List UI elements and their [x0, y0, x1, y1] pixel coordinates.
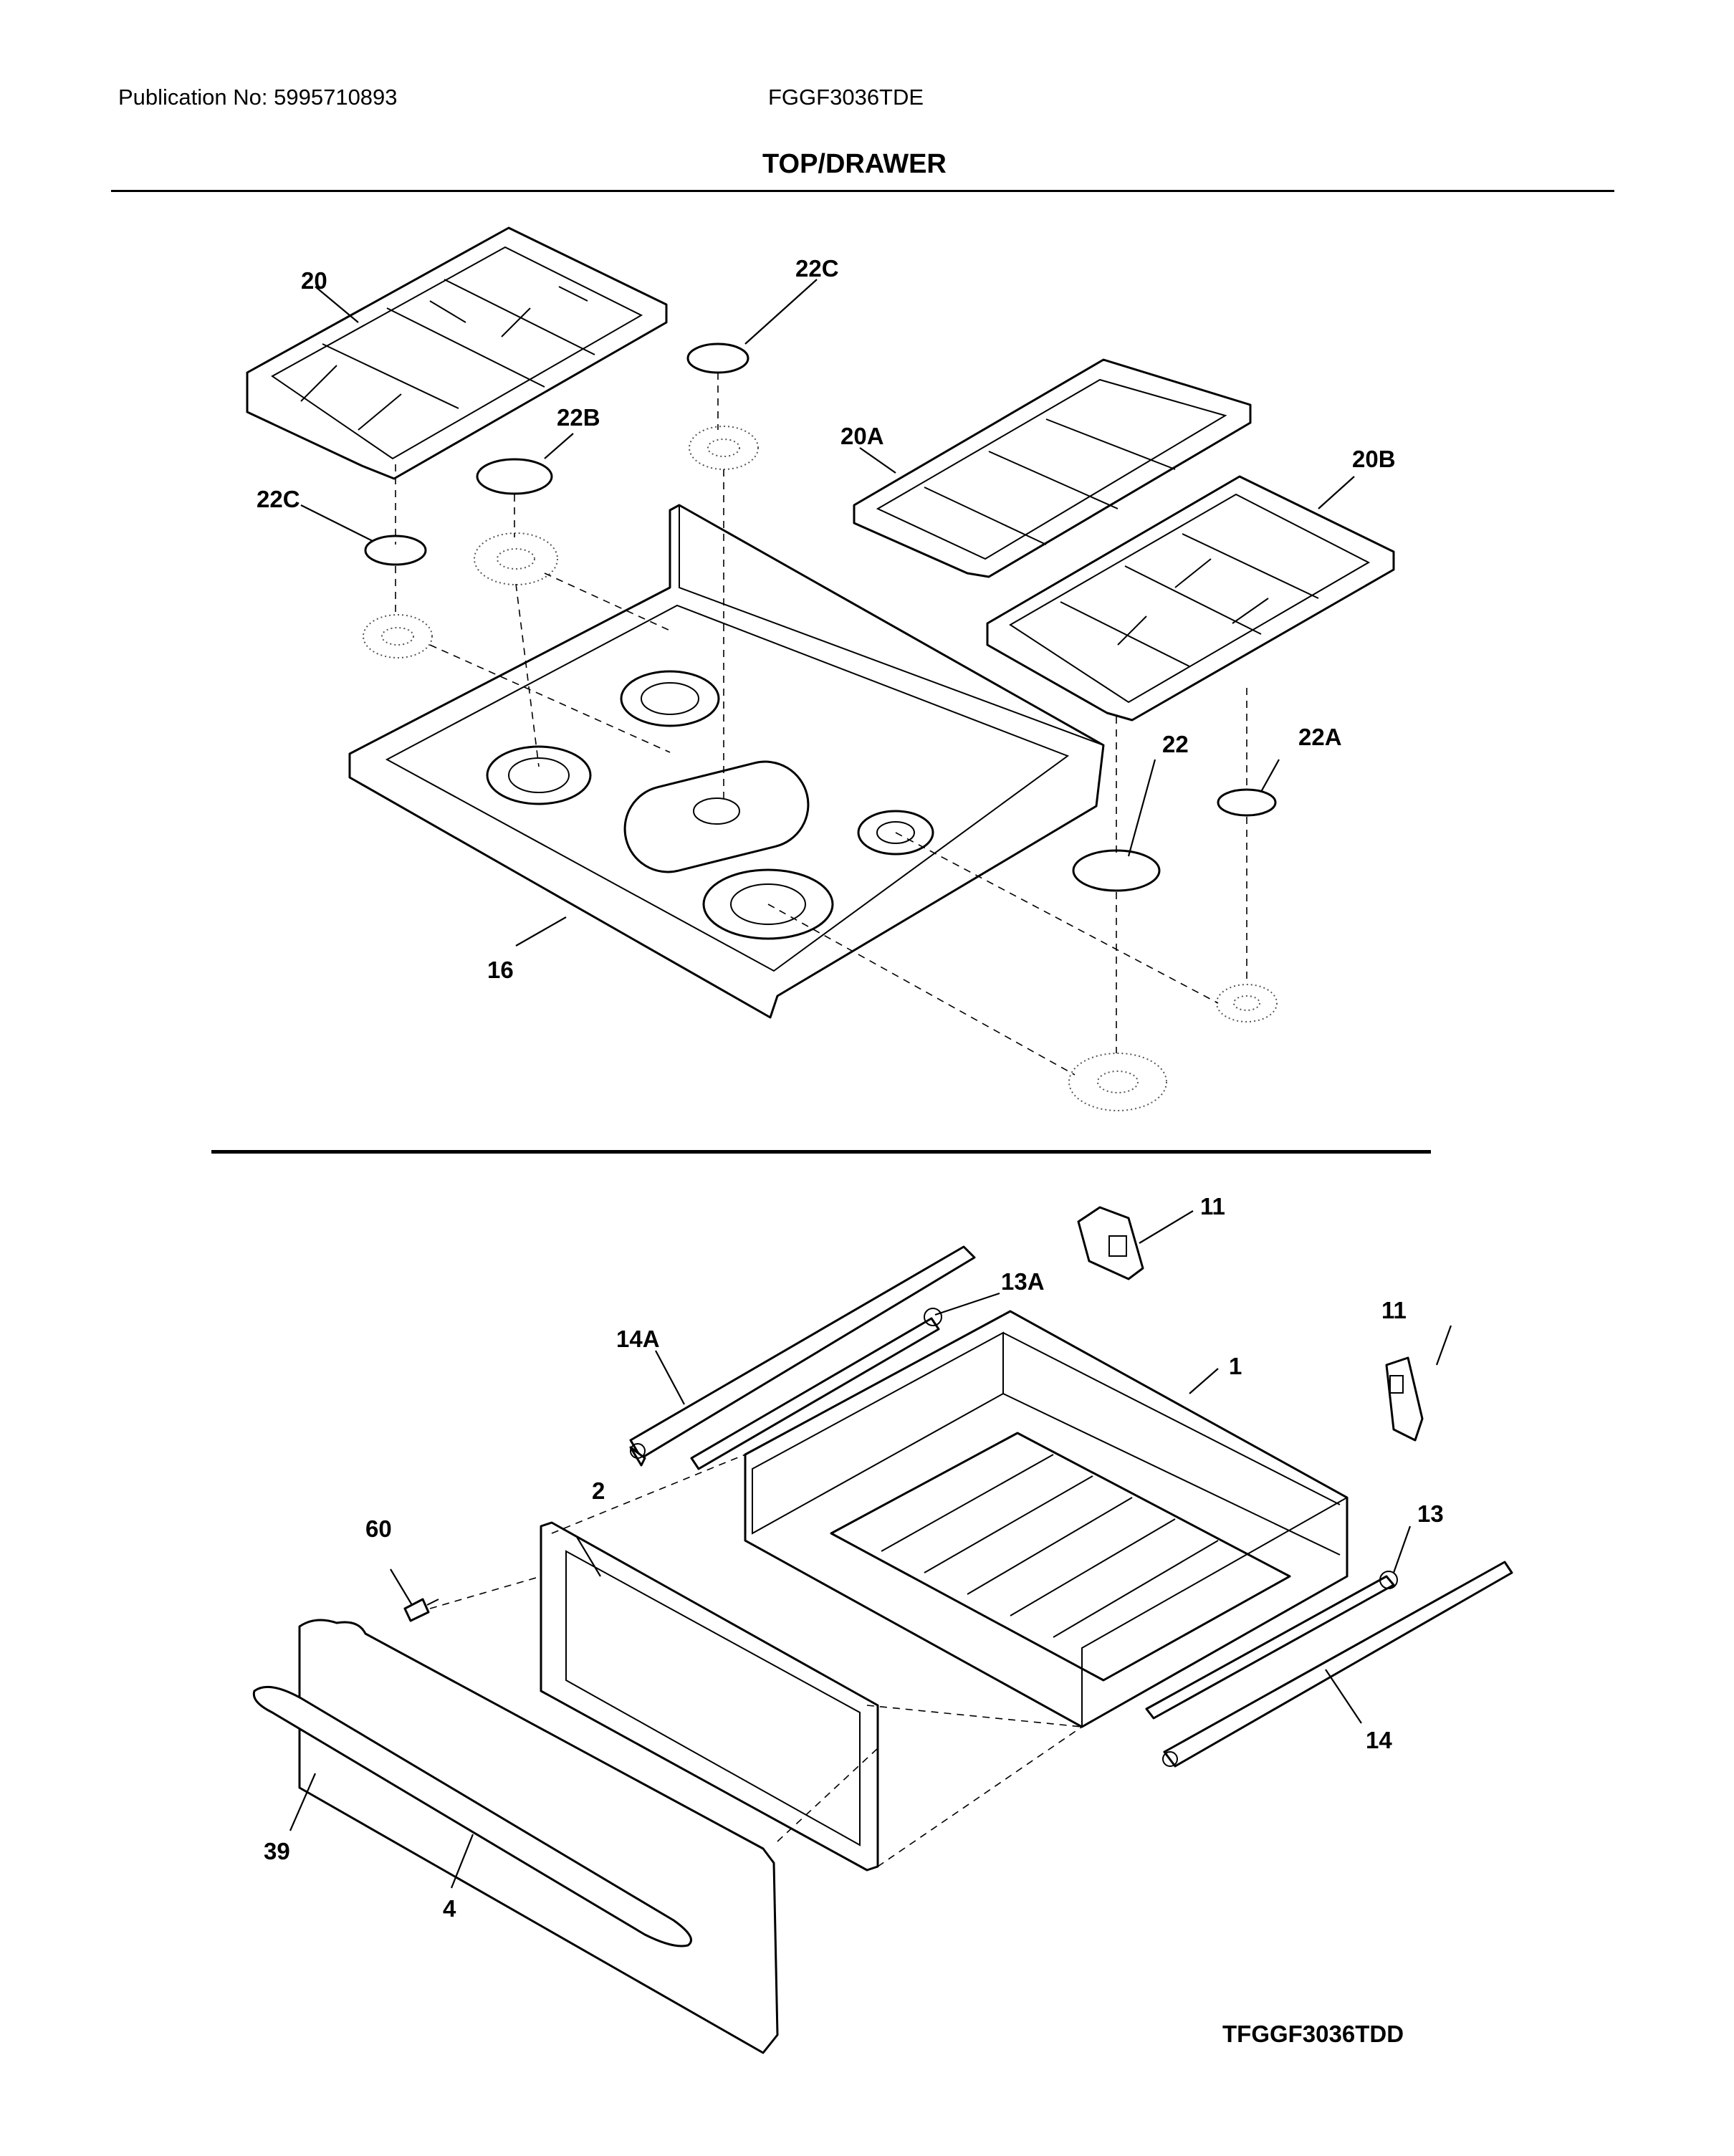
drawer-slide-13 — [1145, 1571, 1398, 1720]
callout-13: 13 — [1417, 1500, 1444, 1527]
callout-14a: 14A — [616, 1326, 660, 1352]
callout-2: 2 — [592, 1477, 605, 1504]
bracket-11-right — [1385, 1356, 1424, 1442]
handle-39 — [252, 1685, 692, 1947]
callout-22b: 22B — [557, 404, 600, 431]
burner-head-mid — [474, 532, 558, 585]
bracket-11-top — [1077, 1206, 1144, 1280]
grate-20 — [246, 226, 668, 480]
callout-4: 4 — [443, 1895, 456, 1922]
callout-22a: 22A — [1298, 724, 1342, 750]
callout-22: 22 — [1162, 731, 1189, 757]
drawing-code: TFGGF3036TDD — [1222, 2021, 1404, 2047]
burner-head-top — [689, 426, 759, 470]
publication-number: Publication No: 5995710893 — [118, 85, 398, 110]
grate-20a — [853, 358, 1252, 578]
drawer-front-4 — [298, 1619, 779, 2054]
section-divider — [211, 1150, 1431, 1154]
callout-11-right: 11 — [1381, 1297, 1407, 1323]
burner-cap-22c-left — [364, 535, 427, 566]
drawer-slide-14 — [1162, 1561, 1513, 1768]
header-rule — [111, 190, 1614, 192]
section-title: TOP/DRAWER — [762, 149, 947, 179]
callout-16: 16 — [487, 957, 514, 983]
drawer-slide-14a — [629, 1245, 976, 1467]
model-number: FGGF3036TDE — [768, 85, 924, 110]
callout-14: 14 — [1366, 1727, 1392, 1753]
callout-1: 1 — [1229, 1353, 1242, 1379]
callout-20: 20 — [301, 267, 327, 294]
callout-22c-top: 22C — [795, 255, 839, 282]
callout-39: 39 — [264, 1838, 290, 1864]
burner-head-right-large — [1068, 1053, 1167, 1111]
screw-60 — [403, 1598, 439, 1622]
burner-head-right-small — [1216, 984, 1278, 1022]
callout-20b: 20B — [1352, 446, 1396, 472]
burner-cap-22b — [476, 458, 553, 495]
drawer-slide-13a — [690, 1308, 942, 1470]
burner-cap-22 — [1072, 849, 1161, 892]
burner-cap-22c-top — [686, 342, 749, 374]
callout-11-top: 11 — [1200, 1193, 1225, 1220]
burner-cap-22a — [1217, 788, 1277, 817]
callout-60: 60 — [365, 1515, 392, 1542]
burner-head-left — [363, 614, 433, 658]
callout-13a: 13A — [1001, 1268, 1045, 1295]
drawer-body-1 — [744, 1310, 1349, 1728]
grate-20b — [986, 475, 1395, 722]
callout-22c-left: 22C — [257, 486, 300, 512]
callout-20a: 20A — [840, 423, 884, 449]
cooktop-16 — [348, 504, 1105, 1019]
